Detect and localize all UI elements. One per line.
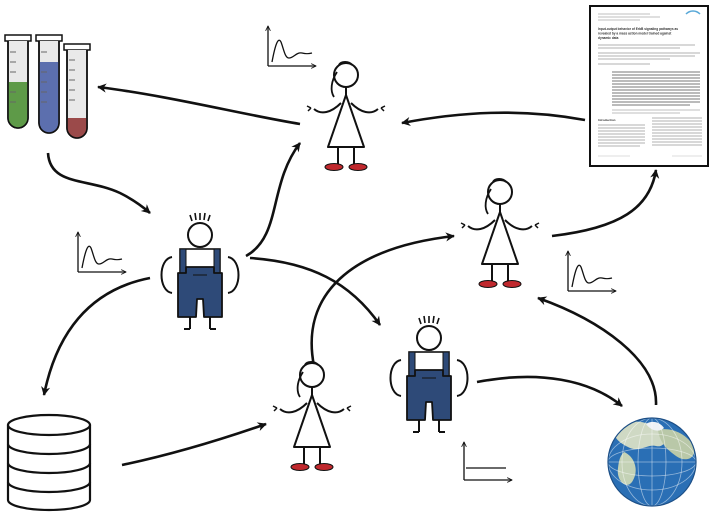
girl-figure-right	[460, 178, 540, 289]
arrow-globe-to-girl-right	[537, 296, 658, 406]
plot-icon-right	[568, 251, 616, 291]
arrow-boy-to-database	[41, 276, 151, 396]
plot-icon-bottom	[464, 442, 512, 480]
plot-icon-left	[78, 232, 126, 272]
arrow-girl-right-to-paper	[551, 169, 660, 238]
boy-figure-right	[389, 315, 469, 433]
test-tube-blue	[35, 34, 63, 134]
arrow-tubes-to-boy	[46, 152, 151, 214]
database-icon	[6, 413, 92, 512]
test-tubes-icon	[4, 34, 91, 139]
plot-icon-top	[268, 26, 316, 66]
arrow-boy-to-boy-right	[249, 256, 382, 326]
arrow-database-to-girl	[121, 422, 267, 467]
paper-abstract	[612, 71, 700, 106]
boy-figure-left	[160, 212, 240, 330]
paper-icon: Input-output behavior of ErbB signaling …	[589, 5, 709, 167]
paper-authors-lines	[598, 44, 700, 65]
arrow-paper-to-girl	[401, 111, 586, 126]
paper-header-lines	[598, 13, 660, 21]
girl-figure-top	[306, 61, 386, 172]
arrow-girl-bottom-to-girl-right	[310, 232, 455, 367]
arrow-boy-right-to-globe	[476, 375, 623, 408]
paper-section-heading: Introduction	[598, 118, 616, 122]
paper-title-line-1: Input-output behavior of ErbB signaling …	[598, 27, 678, 31]
globe-icon	[607, 417, 697, 507]
paper-title-line-3: dynamic data	[598, 36, 619, 40]
arrow-boy-to-girl-top	[245, 142, 302, 258]
paper-logo	[685, 10, 701, 15]
paper-body-left-column	[598, 124, 645, 147]
test-tube-green	[4, 34, 32, 129]
paper-keywords	[612, 109, 700, 114]
arrow-girl-to-tubes	[97, 83, 301, 126]
paper-title-line-2: revealed by a mass action model trained …	[598, 32, 672, 36]
test-tube-red	[63, 43, 91, 139]
girl-figure-bottom	[272, 361, 352, 472]
paper-body-right-column	[652, 117, 702, 146]
